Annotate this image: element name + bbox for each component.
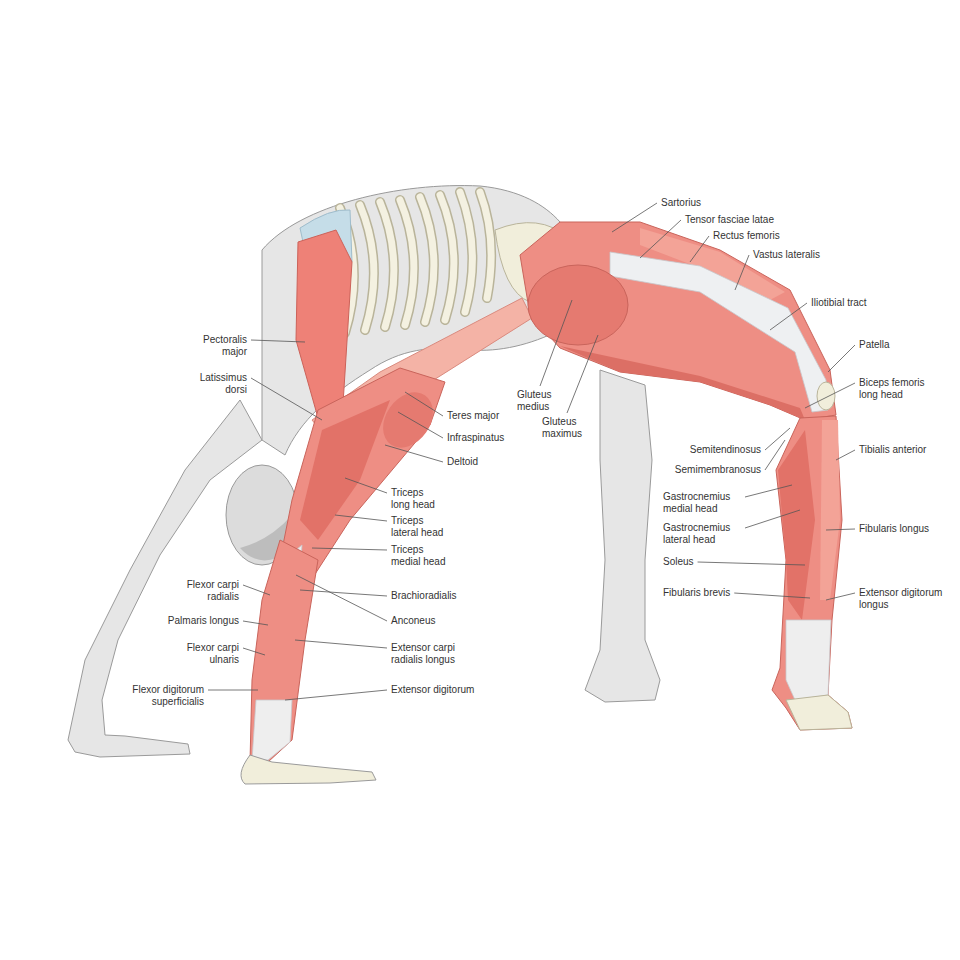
muscle-label: Triceps lateral head bbox=[390, 515, 454, 539]
leader-line bbox=[296, 575, 387, 621]
muscle-label: Pectoralis major bbox=[188, 334, 248, 358]
ribcage bbox=[340, 192, 491, 333]
muscle-label: Sartorius bbox=[660, 197, 702, 209]
muscle-label: Extensor carpi radialis longus bbox=[390, 642, 470, 666]
muscle-label: Gastrocnemius lateral head bbox=[662, 522, 742, 546]
muscle-label: Palmaris longus bbox=[167, 615, 240, 627]
muscle-label: Extensor digitorum longus bbox=[858, 587, 955, 611]
leader-line bbox=[243, 648, 265, 655]
muscle-label: Anconeus bbox=[390, 615, 436, 627]
leader-line bbox=[745, 485, 792, 497]
muscle-label: Gastrocnemius medial head bbox=[662, 491, 742, 515]
leader-line bbox=[735, 255, 749, 290]
ankle-tendons bbox=[786, 620, 831, 700]
muscle-label: Semitendinosus bbox=[689, 444, 762, 456]
muscle-label: Semimembranosus bbox=[674, 464, 762, 476]
leader-line bbox=[612, 203, 657, 232]
leader-line bbox=[745, 510, 800, 528]
leader-line bbox=[826, 593, 855, 600]
leader-line bbox=[405, 392, 443, 416]
leader-line bbox=[540, 300, 572, 386]
muscle-label: Iliotibial tract bbox=[810, 297, 868, 309]
leader-line bbox=[385, 445, 443, 462]
muscle-label: Flexor carpi radialis bbox=[176, 579, 240, 603]
leader-line bbox=[208, 690, 258, 691]
muscle-label: Rectus femoris bbox=[712, 230, 781, 242]
leader-line bbox=[765, 440, 785, 470]
foot-bones bbox=[786, 695, 852, 730]
muscle-label: Brachioradialis bbox=[390, 590, 458, 602]
muscle-label: Fibularis longus bbox=[858, 523, 930, 535]
far-leg bbox=[585, 370, 660, 702]
muscle-label: Gluteus maximus bbox=[541, 416, 593, 440]
gluteus-muscle bbox=[528, 265, 628, 345]
lower-leg bbox=[772, 416, 852, 730]
muscle-label: Flexor digitorum superficialis bbox=[119, 684, 205, 708]
leader-line bbox=[567, 335, 598, 413]
thigh bbox=[520, 222, 836, 420]
leader-line bbox=[251, 340, 305, 342]
hand-bones bbox=[241, 755, 376, 784]
leader-line bbox=[836, 450, 855, 460]
muscle-label: Gluteus medius bbox=[516, 389, 564, 413]
leader-line bbox=[312, 548, 387, 550]
leader-line bbox=[765, 428, 790, 450]
leader-line bbox=[285, 690, 387, 700]
forearm bbox=[250, 540, 318, 762]
muscle-label: Extensor digitorum bbox=[390, 684, 475, 696]
leader-line bbox=[243, 621, 268, 625]
muscle-label: Vastus lateralis bbox=[752, 249, 821, 261]
leader-line bbox=[828, 345, 855, 372]
triceps-muscle bbox=[300, 400, 390, 540]
tibialis-muscle bbox=[820, 420, 840, 600]
muscle-label: Triceps medial head bbox=[390, 544, 454, 568]
leader-line bbox=[734, 593, 810, 598]
leader-line bbox=[300, 590, 387, 596]
wrist-tendons bbox=[252, 700, 292, 760]
deltoid-muscle bbox=[373, 383, 443, 457]
leader-line bbox=[690, 236, 709, 262]
calf-muscle bbox=[778, 430, 815, 620]
leader-line bbox=[243, 585, 270, 595]
hamstring-muscle bbox=[560, 346, 805, 420]
patella-bone bbox=[817, 382, 835, 410]
muscle-label: Flexor carpi ulnaris bbox=[176, 642, 240, 666]
leader-line bbox=[295, 640, 387, 648]
leader-line bbox=[398, 412, 443, 438]
muscle-label: Patella bbox=[858, 339, 891, 351]
muscle-label: Tibialis anterior bbox=[858, 444, 927, 456]
leader-line bbox=[335, 515, 387, 521]
muscle-label: Soleus bbox=[662, 556, 695, 568]
leader-line bbox=[826, 529, 855, 530]
leader-line bbox=[805, 383, 855, 408]
leader-line bbox=[251, 378, 322, 420]
muscle-label: Infraspinatus bbox=[446, 432, 505, 444]
muscle-label: Fibularis brevis bbox=[662, 587, 731, 599]
muscle-label: Latissimus dorsi bbox=[188, 372, 248, 396]
muscle-label: Biceps femoris long head bbox=[858, 377, 935, 401]
muscle-label: Teres major bbox=[446, 410, 500, 422]
muscle-label: Tensor fasciae latae bbox=[684, 214, 775, 226]
muscle-label: Deltoid bbox=[446, 456, 479, 468]
muscle-label: Triceps long head bbox=[390, 487, 442, 511]
leader-line bbox=[640, 220, 681, 258]
leader-line bbox=[345, 478, 387, 493]
far-arm bbox=[68, 400, 262, 757]
leader-line bbox=[770, 303, 807, 330]
leader-line bbox=[698, 562, 805, 565]
